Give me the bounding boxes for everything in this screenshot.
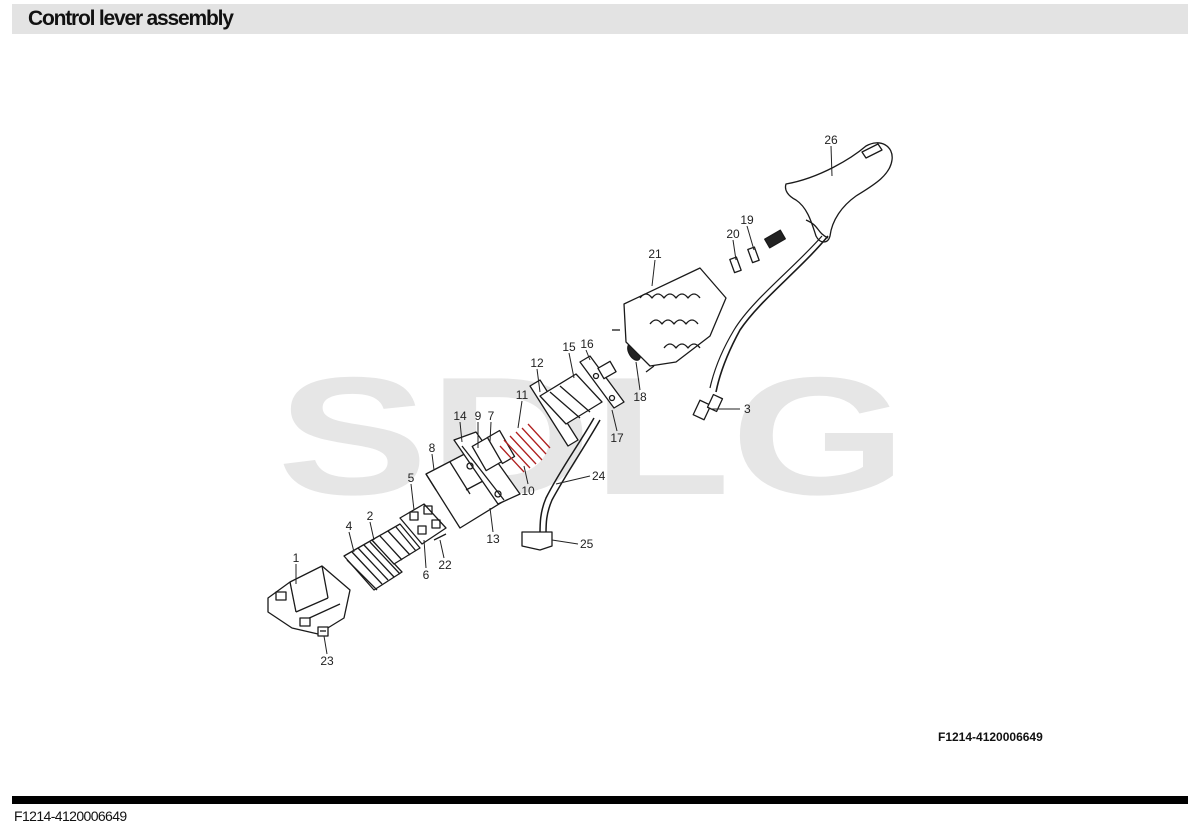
part-spring-4 bbox=[343, 539, 403, 591]
part-label-9: 9 bbox=[475, 409, 482, 423]
part-spring-11 bbox=[499, 423, 551, 473]
part-label-25: 25 bbox=[580, 537, 594, 551]
part-label-14: 14 bbox=[453, 409, 467, 423]
part-label-1: 1 bbox=[293, 551, 300, 565]
leader-lines bbox=[295, 145, 833, 655]
part-nuts-19-20 bbox=[729, 229, 786, 274]
part-screw-23 bbox=[317, 626, 329, 637]
part-label-4: 4 bbox=[346, 519, 353, 533]
part-cable-3 bbox=[692, 235, 829, 421]
part-label-10: 10 bbox=[521, 484, 535, 498]
part-label-19: 19 bbox=[740, 213, 754, 227]
part-hose-24 bbox=[521, 417, 601, 551]
part-label-21: 21 bbox=[648, 247, 662, 261]
part-label-20: 20 bbox=[726, 227, 740, 241]
part-label-15: 15 bbox=[562, 340, 576, 354]
part-label-13: 13 bbox=[486, 532, 500, 546]
part-label-8: 8 bbox=[429, 441, 436, 455]
part-plate-12 bbox=[529, 373, 603, 447]
part-label-18: 18 bbox=[633, 390, 647, 404]
part-boot-21 bbox=[623, 267, 727, 367]
part-label-22: 22 bbox=[438, 558, 452, 572]
part-label-24: 24 bbox=[592, 469, 606, 483]
part-label-12: 12 bbox=[530, 356, 544, 370]
part-label-16: 16 bbox=[580, 337, 594, 351]
part-guide-2 bbox=[371, 523, 421, 565]
part-label-11: 11 bbox=[516, 388, 529, 402]
part-gasket-17 bbox=[579, 355, 625, 409]
part-label-3: 3 bbox=[744, 402, 751, 416]
part-base-housing bbox=[267, 565, 351, 635]
title-bar: Control lever assembly bbox=[12, 4, 1188, 34]
part-connector-5 bbox=[399, 503, 447, 545]
part-label-6: 6 bbox=[423, 568, 430, 582]
part-label-7: 7 bbox=[488, 409, 495, 423]
footer-code: F1214-4120006649 bbox=[14, 808, 127, 824]
part-handle-26 bbox=[784, 142, 893, 243]
drawing-code: F1214-4120006649 bbox=[938, 730, 1043, 744]
part-pin-18 bbox=[597, 329, 655, 380]
part-label-17: 17 bbox=[610, 431, 624, 445]
part-label-23: 23 bbox=[320, 654, 334, 668]
part-label-2: 2 bbox=[367, 509, 374, 523]
part-label-26: 26 bbox=[824, 133, 838, 147]
footer-divider bbox=[12, 796, 1188, 804]
page-title: Control lever assembly bbox=[28, 7, 234, 30]
part-label-5: 5 bbox=[408, 471, 415, 485]
